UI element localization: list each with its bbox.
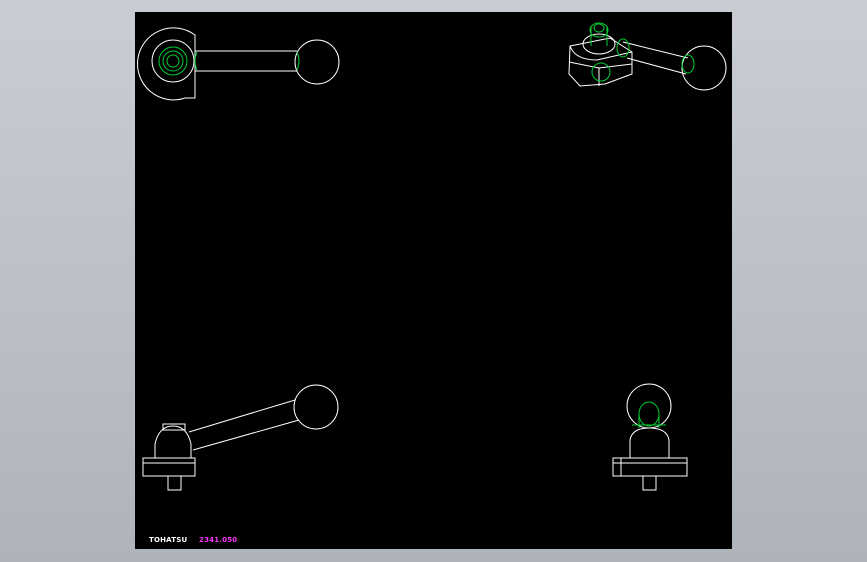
knob-ball [681, 45, 727, 91]
hub-cap [162, 423, 186, 431]
title-block-brand: TOHATSU [149, 536, 188, 544]
lever-isometric-view-hidden [589, 22, 695, 82]
hub-cylinder [582, 33, 616, 55]
hub-body [629, 427, 670, 458]
hub-body [154, 425, 192, 458]
stud [167, 475, 182, 491]
hub-ring [151, 39, 195, 83]
base-block [568, 37, 633, 87]
arm-top-edge [622, 41, 689, 59]
lever-front-view [142, 384, 339, 491]
base-plate [612, 457, 688, 477]
cad-drawing-viewport[interactable]: TOHATSU 2341.050 [135, 12, 732, 549]
stud [642, 475, 657, 491]
title-block-part-number: 2341.050 [199, 536, 238, 544]
knob-ball [294, 39, 340, 85]
hub-outline [137, 27, 196, 101]
lever-side-view [612, 383, 688, 491]
arm-top-edge [188, 399, 296, 433]
lever-top-view [137, 27, 340, 101]
base-plate [142, 457, 196, 477]
lever-top-view-hidden [158, 46, 300, 76]
arm-bottom-edge [192, 419, 300, 451]
arm-bottom-edge [626, 57, 687, 75]
knob-ball [626, 383, 672, 429]
drawing-sheet [137, 22, 727, 491]
knob-ball [293, 384, 339, 430]
base-block-top [569, 45, 633, 61]
lever-isometric-view [568, 33, 727, 91]
lever-side-view-hidden [632, 401, 666, 428]
